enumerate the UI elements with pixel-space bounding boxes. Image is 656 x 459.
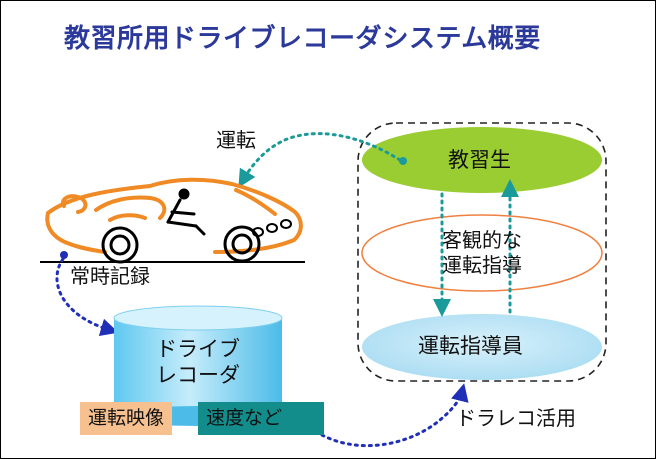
car-illustration — [45, 177, 303, 254]
drarec-use-arrow — [320, 383, 469, 448]
driving-arrow — [238, 132, 402, 188]
driver-figure — [166, 188, 206, 236]
video-tag: 運転映像 — [80, 402, 173, 435]
recorder-label: ドライブ レコーダ — [118, 336, 278, 389]
guidance-label-line2: 運転指導 — [442, 253, 522, 277]
speed-tag: 速度など — [198, 402, 324, 435]
guidance-label-line1: 客観的な — [442, 228, 522, 252]
guidance-ellipse — [361, 214, 603, 292]
drarec-use-label: ドラレコ活用 — [456, 406, 576, 430]
student-ellipse — [362, 127, 602, 193]
diagram-title: 教習所用ドライブレコーダシステム概要 — [64, 24, 541, 54]
recorder-label-line2: レコーダ — [156, 363, 240, 388]
car-lights — [252, 219, 292, 237]
student-label: 教習生 — [448, 148, 511, 172]
car-wheels — [101, 225, 261, 264]
people-group-boundary — [357, 122, 607, 382]
instructor-label: 運転指導員 — [418, 334, 523, 358]
record-arrow-origin — [60, 251, 68, 259]
driving-label: 運転 — [216, 128, 256, 152]
recorder-label-line1: ドライブ — [156, 337, 240, 361]
guidance-label: 客観的な 運転指導 — [402, 228, 562, 278]
always-record-arrow — [55, 257, 119, 337]
always-record-label: 常時記録 — [70, 264, 150, 288]
instructor-ellipse — [362, 314, 602, 380]
